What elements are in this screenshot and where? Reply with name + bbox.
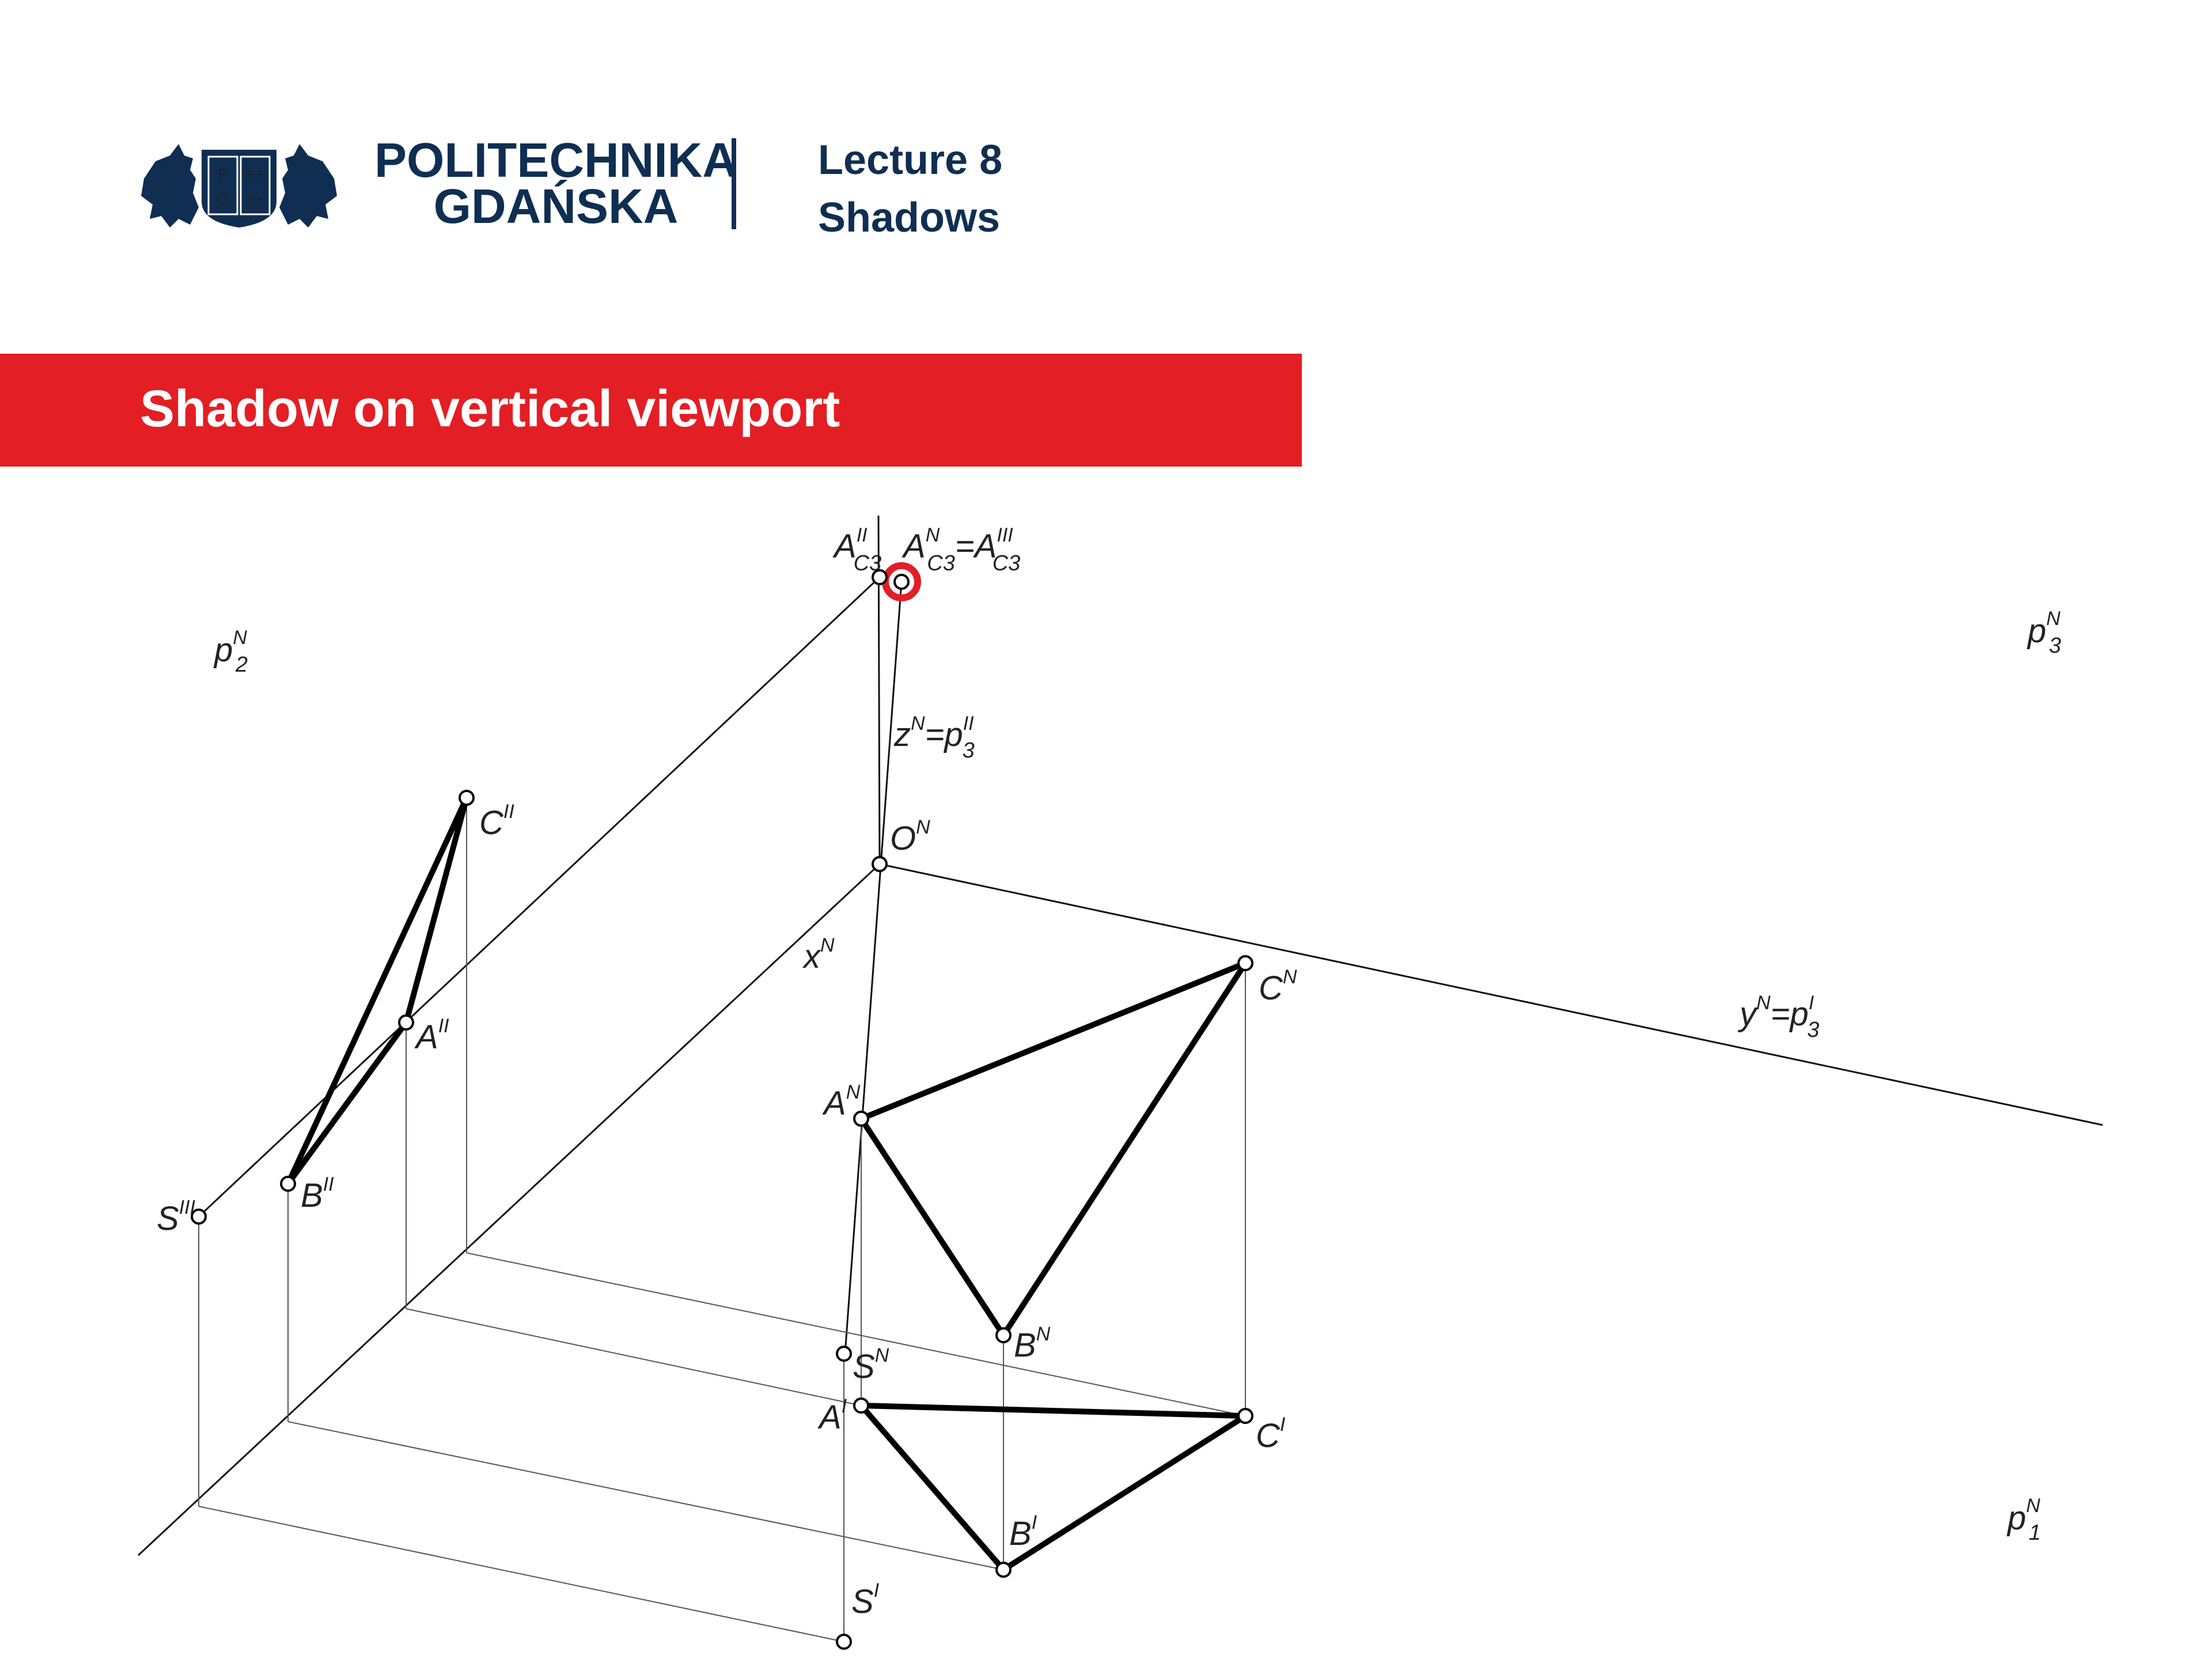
label-B-I: BI <box>1009 1512 1037 1552</box>
point-C-II <box>459 790 475 806</box>
point-A-N <box>853 1111 869 1127</box>
label-A-I: AI <box>817 1395 847 1436</box>
label-A-II: AII <box>414 1015 449 1056</box>
svg-text:++: ++ <box>246 165 265 183</box>
triangle-top-view <box>858 1403 1248 1573</box>
university-wordmark: POLITECHNIKA GDAŃSKA <box>374 133 737 233</box>
point-Ac3-II <box>872 569 888 585</box>
label-C-II: CII <box>479 801 514 842</box>
point-B-II <box>280 1176 296 1192</box>
logo-line-2: GDAŃSKA <box>433 179 679 233</box>
triangle-front-view <box>285 795 469 1187</box>
point-Ac3-N <box>893 574 910 590</box>
label-B-N: BN <box>1014 1323 1051 1364</box>
label-C-I: CI <box>1256 1414 1286 1455</box>
construction-lines <box>198 798 1246 1642</box>
x-axis <box>137 863 881 1556</box>
svg-text:++: ++ <box>246 190 265 208</box>
point-ON <box>872 856 888 872</box>
label-S-I: SI <box>851 1580 880 1620</box>
header: P G ++ ++ POLITECHNIKA GDAŃSKA Lecture 8… <box>0 0 2212 346</box>
lecture-topic: Shadows <box>818 195 1001 241</box>
point-S-III <box>191 1209 207 1225</box>
point-B-I <box>995 1562 1012 1578</box>
point-A-II <box>398 1014 414 1031</box>
link-A <box>406 1308 862 1406</box>
svg-text:G: G <box>217 190 229 208</box>
header-divider <box>732 138 736 229</box>
point-S-I <box>836 1634 852 1650</box>
link-C <box>466 1252 1246 1416</box>
slide-title: Shadow on vertical viewport <box>140 380 840 438</box>
axes <box>137 515 2103 1556</box>
label-C-N: CN <box>1259 966 1297 1007</box>
point-C-N <box>1237 955 1253 971</box>
title-banner <box>0 354 1302 467</box>
label-xN: xN <box>802 934 835 975</box>
lecture-number: Lecture 8 <box>818 137 1003 183</box>
logo-line-1: POLITECHNIKA <box>374 133 737 187</box>
points <box>191 569 1253 1650</box>
link-B <box>287 1421 1004 1570</box>
label-ON: ON <box>890 816 930 857</box>
svg-text:P: P <box>218 165 229 183</box>
triangle-axonometric <box>858 960 1248 1338</box>
university-crest-icon: P G ++ ++ <box>141 144 337 228</box>
shadow-ray-SIII-Ac3 <box>198 576 881 1218</box>
line-S-A-Ac3 <box>844 581 903 1354</box>
label-B-II: BII <box>301 1173 334 1214</box>
label-A-N: AN <box>822 1081 861 1122</box>
triangles <box>285 795 1248 1573</box>
label-S-III: SIII <box>157 1196 196 1237</box>
point-C-I <box>1237 1408 1253 1424</box>
y-axis <box>879 863 2103 1126</box>
point-A-I <box>853 1397 869 1414</box>
link-S <box>198 1506 844 1642</box>
point-S-N <box>836 1346 852 1362</box>
lecture-info: Lecture 8 Shadows <box>818 131 1002 247</box>
point-B-N <box>995 1327 1012 1343</box>
label-S-N: SN <box>853 1344 889 1385</box>
